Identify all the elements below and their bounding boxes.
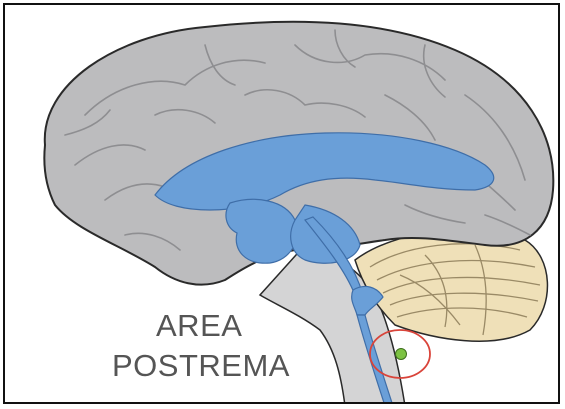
label-area: AREA [156, 310, 242, 341]
area-postrema-marker [396, 349, 407, 360]
label-postrema: POSTREMA [112, 350, 290, 381]
diagram-frame [3, 3, 560, 404]
brain-sagittal-illustration [5, 5, 560, 404]
